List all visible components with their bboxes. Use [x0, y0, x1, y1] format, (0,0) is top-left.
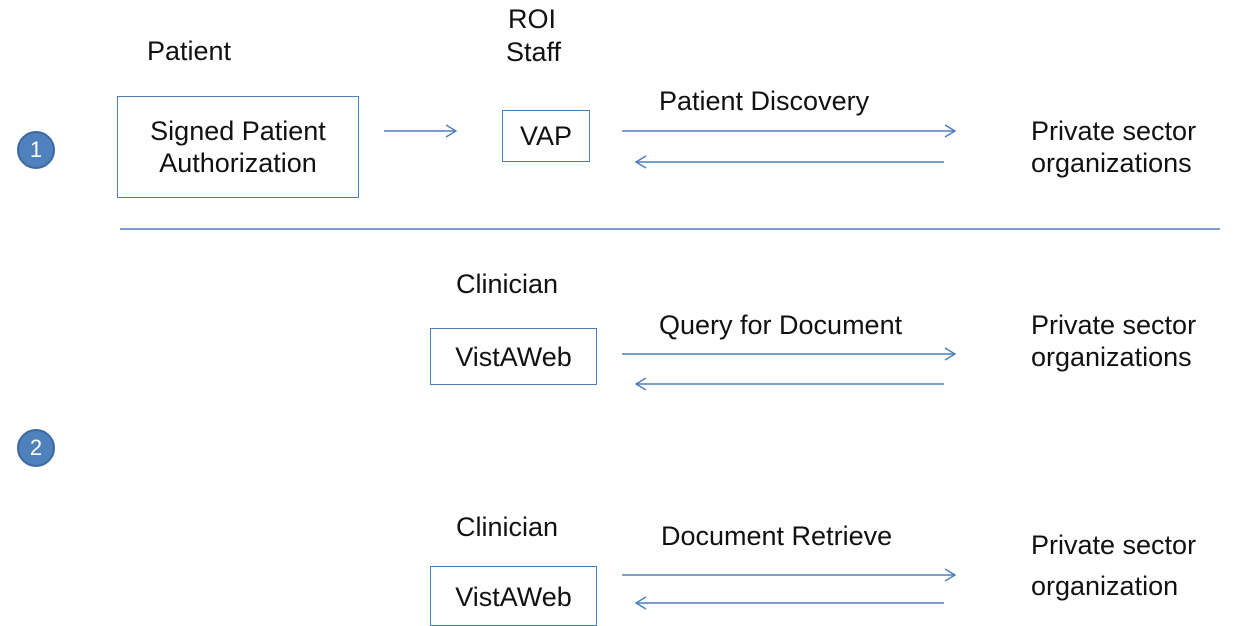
query-for-document-label: Query for Document — [659, 310, 903, 340]
document-retrieve-label: Document Retrieve — [661, 521, 893, 551]
signed-patient-authorization-line1: Signed Patient — [150, 116, 326, 146]
private-sector-organizations-2-line1: Private sector — [1031, 310, 1197, 340]
vap-label: VAP — [519, 121, 573, 151]
arrow-auth-to-vap — [384, 124, 458, 138]
private-sector-organization-3-line1: Private sector — [1031, 530, 1197, 560]
arrow-request-document-retrieve — [622, 568, 957, 582]
step-badge-2: 2 — [17, 429, 55, 467]
private-sector-organizations-2-line2: organizations — [1031, 342, 1192, 372]
actor-clinician-label-query: Clinician — [456, 269, 559, 299]
signed-patient-authorization-box: Signed Patient Authorization — [117, 96, 359, 198]
vistaweb-box-query: VistAWeb — [430, 328, 597, 385]
private-sector-organizations-1-line2: organizations — [1031, 148, 1192, 178]
private-sector-organization-3-line2: organization — [1031, 571, 1179, 601]
step-badge-1-number: 1 — [29, 137, 43, 162]
vistaweb-label-retrieve: VistAWeb — [455, 582, 572, 612]
private-sector-organizations-1-line1: Private sector — [1031, 116, 1197, 146]
arrow-request-patient-discovery — [622, 124, 957, 138]
arrow-response-document-retrieve — [634, 596, 944, 610]
patient-discovery-label: Patient Discovery — [659, 86, 870, 116]
step-badge-1: 1 — [17, 131, 55, 169]
actor-clinician-label-retrieve: Clinician — [456, 512, 559, 542]
arrow-request-query-for-document — [622, 347, 957, 361]
actor-roi-label-line1: ROI — [508, 4, 557, 34]
signed-patient-authorization-line2: Authorization — [159, 148, 317, 178]
step-badge-2-number: 2 — [29, 435, 43, 460]
vistaweb-label-query: VistAWeb — [455, 341, 572, 372]
actor-roi-label-line2: Staff — [506, 37, 562, 67]
vistaweb-box-retrieve: VistAWeb — [430, 566, 597, 626]
arrow-response-patient-discovery — [634, 155, 944, 169]
arrow-response-query-for-document — [634, 377, 944, 391]
actor-patient-label: Patient — [147, 36, 232, 66]
vap-box: VAP — [502, 110, 590, 162]
